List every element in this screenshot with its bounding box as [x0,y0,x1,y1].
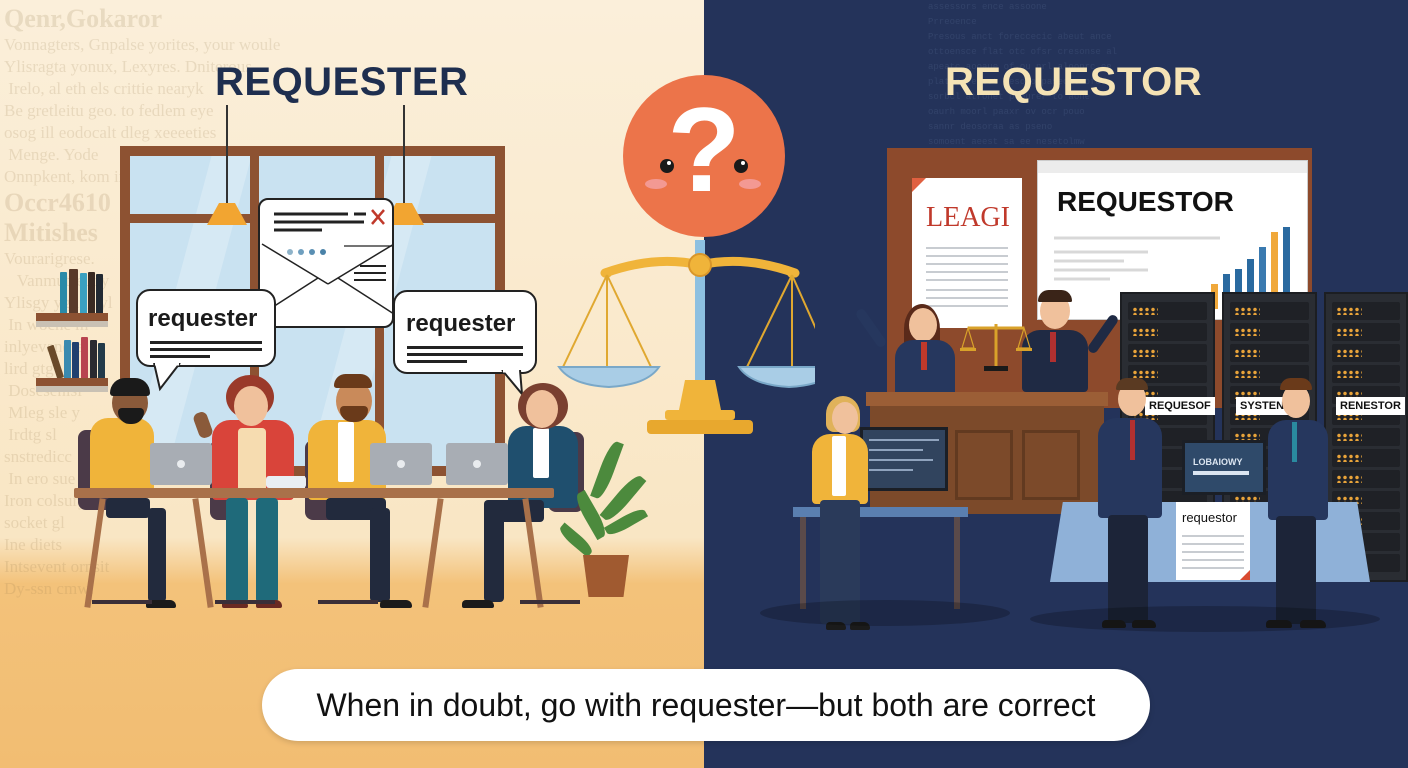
browser-title: REQUESTOR [1057,186,1234,217]
question-mark: ? [667,83,741,217]
requestor-document: requestor [1176,502,1250,580]
chart-bar [1235,269,1242,309]
laptop-icon [150,443,212,485]
heading-requestor: REQUESTOR [945,60,1203,104]
monitor-label: LOBAIOWY [1193,457,1243,467]
laptop-icon [446,443,508,485]
pendant-lamp-icon [384,203,424,225]
balance-scale-icon [557,240,815,434]
desk [793,507,968,517]
server-label: REQUESOF [1145,397,1215,415]
background-text-left: Qenr,Gokaror Vonnagters, Gnpalse yorites… [4,4,281,598]
bubble-text: requester [148,305,258,332]
chart-bar [1271,231,1278,309]
floor-shadow [1030,606,1380,632]
center-monitor: LOBAIOWY [1182,440,1266,495]
chart-bar [1247,259,1254,309]
laptop-icon [370,443,432,485]
caption-text: When in doubt, go with requester—but bot… [316,686,1096,723]
bubble-text: requester [406,310,516,337]
envelope-icon [258,198,394,328]
meeting-table [74,488,554,498]
chart-bar [1283,226,1290,309]
small-scale-icon [960,324,1032,371]
chart-bar [1223,274,1230,309]
papers [266,476,306,488]
computer-monitor [860,427,948,491]
pendant-lamp-icon [207,203,247,225]
document-label: requestor [1182,510,1237,525]
bubble-tail [153,363,181,392]
lamp-cord [226,105,228,205]
caption-banner: When in doubt, go with requester—but bot… [262,669,1150,741]
legal-document: LEAGI [912,178,1022,328]
speech-bubble-requester-2: requester [393,290,537,374]
chart-bar [1259,246,1266,309]
floor-shadow [760,600,1010,626]
lamp-cord [403,105,405,205]
speech-bubble-requester-1: requester [136,289,276,367]
question-mark-face-icon: ? [623,75,785,237]
legal-doc-title: LEAGI [926,202,1010,233]
server-label: SYSTENI [1236,397,1292,415]
server-label: RENESTOR [1336,397,1405,415]
heading-requester: REQUESTER [215,60,469,104]
